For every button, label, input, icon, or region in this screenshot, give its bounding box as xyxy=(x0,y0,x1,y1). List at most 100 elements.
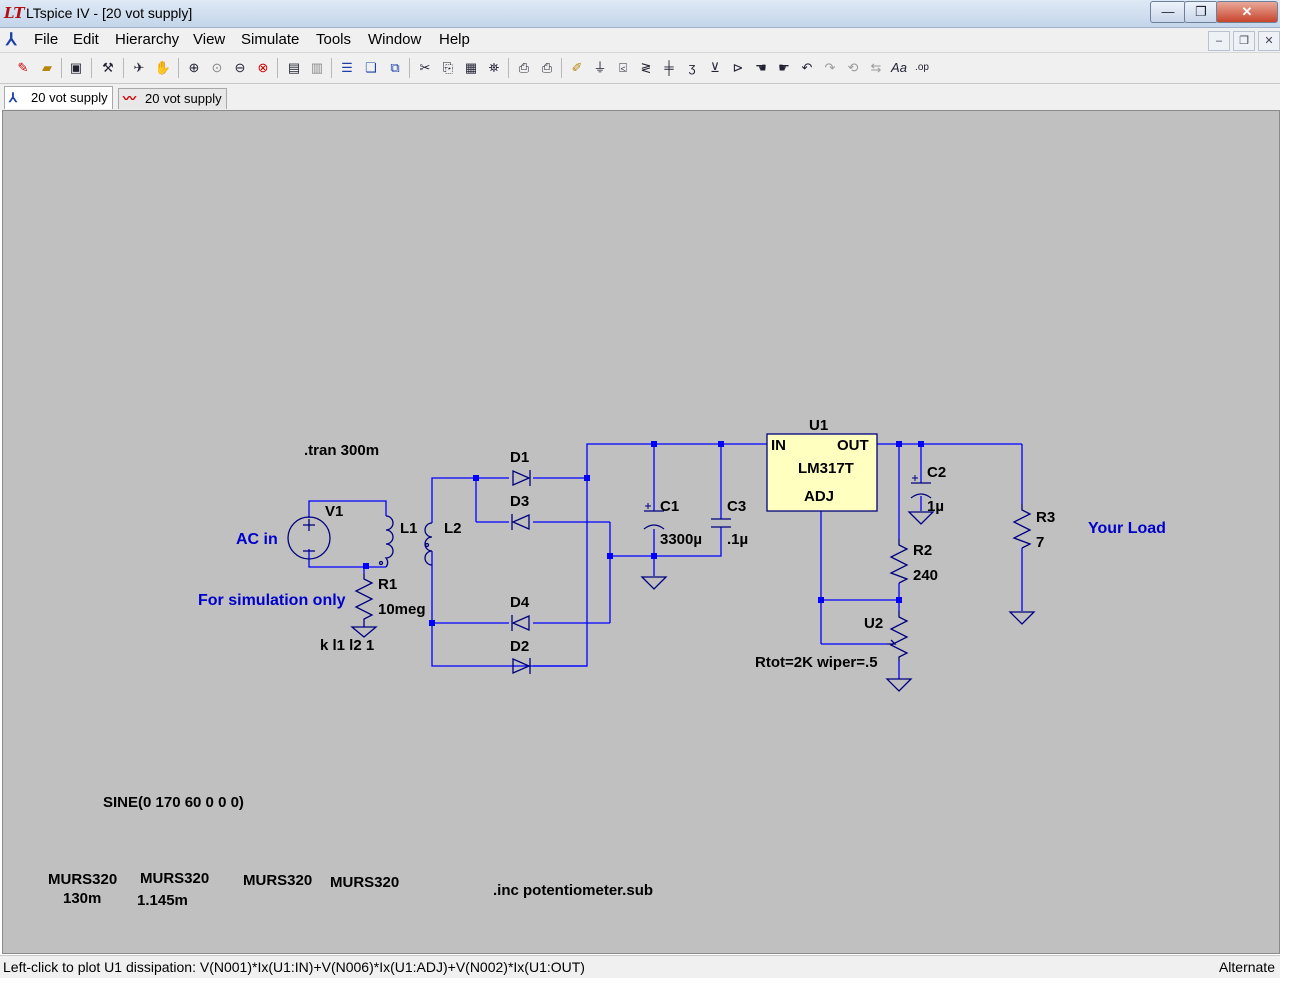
d4-model[interactable]: MURS320 xyxy=(330,874,399,891)
include-directive[interactable]: .inc potentiometer.sub xyxy=(493,882,653,899)
r2-value[interactable]: 240 xyxy=(913,567,938,584)
wire[interactable] xyxy=(431,478,588,667)
paste-icon[interactable]: ▦ xyxy=(464,60,478,75)
u2-params[interactable]: Rtot=2K wiper=.5 xyxy=(755,654,878,671)
r3-label[interactable]: R3 xyxy=(1036,509,1055,526)
resistor-r1[interactable] xyxy=(354,574,374,627)
diode-d2[interactable] xyxy=(512,658,531,674)
tab-waveform[interactable]: 〰20 vot supply xyxy=(118,88,227,109)
drag-icon[interactable]: ☛ xyxy=(778,60,790,75)
diode-d1[interactable] xyxy=(512,470,531,486)
rotate-icon[interactable]: ⟲ xyxy=(847,60,859,75)
u1-model[interactable]: LM317T xyxy=(798,460,854,477)
comment-your-load[interactable]: Your Load xyxy=(1088,520,1166,537)
d2-model[interactable]: MURS320 xyxy=(140,870,209,887)
control-panel-icon[interactable]: ⚒ xyxy=(102,60,114,75)
cut-icon[interactable]: ✂ xyxy=(419,60,431,75)
potentiometer-u2[interactable] xyxy=(887,611,909,661)
component-icon[interactable]: ⊳ xyxy=(732,60,744,75)
comment-simulation-only[interactable]: For simulation only xyxy=(198,592,346,609)
schematic-svg[interactable]: .tran 300m SINE(0 170 60 0 0 0) .inc pot… xyxy=(3,111,1279,953)
redo-icon[interactable]: ↷ xyxy=(824,60,836,75)
tab-schematic[interactable]: ⅄20 vot supply xyxy=(4,86,113,109)
zoom-fit-icon[interactable]: ▥ xyxy=(310,60,324,75)
menu-window[interactable]: Window xyxy=(368,31,422,48)
d3-model[interactable]: MURS320 xyxy=(243,872,312,889)
new-schematic-icon[interactable]: ✎ xyxy=(17,60,29,75)
menu-file[interactable]: File xyxy=(34,31,59,48)
diode-d4[interactable] xyxy=(511,615,530,631)
d1-model[interactable]: MURS320 xyxy=(48,871,117,888)
zoom-out-icon[interactable]: ⊖ xyxy=(234,60,246,75)
sine-source-value[interactable]: SINE(0 170 60 0 0 0) xyxy=(103,794,244,811)
d4-label[interactable]: D4 xyxy=(510,594,530,611)
undo-icon[interactable]: ↶ xyxy=(801,60,813,75)
save-icon[interactable]: ▣ xyxy=(69,60,83,75)
tran-directive[interactable]: .tran 300m xyxy=(304,442,379,459)
inductor-l1[interactable] xyxy=(378,515,394,568)
resistor-r2[interactable] xyxy=(889,539,909,584)
open-icon[interactable]: ▰ xyxy=(42,60,52,75)
d2-model-value[interactable]: 1.145m xyxy=(137,892,188,909)
mdi-close-button[interactable]: ✕ xyxy=(1258,31,1280,51)
r1-label[interactable]: R1 xyxy=(378,576,397,593)
resistor-r3[interactable] xyxy=(1012,504,1032,549)
diode-d3[interactable] xyxy=(511,514,530,530)
mirror-icon[interactable]: ⇆ xyxy=(870,60,882,75)
close-all-icon[interactable]: ⧉ xyxy=(390,60,400,75)
coupling-directive[interactable]: k l1 l2 1 xyxy=(320,637,374,654)
d1-model-value[interactable]: 130m xyxy=(63,890,101,907)
l1-label[interactable]: L1 xyxy=(400,520,418,537)
minimize-button[interactable]: — xyxy=(1150,1,1186,23)
menu-tools[interactable]: Tools xyxy=(316,31,352,48)
menu-view[interactable]: View xyxy=(193,31,226,48)
wire-icon[interactable]: ✐ xyxy=(571,60,583,75)
schematic-doc-icon[interactable]: ⅄ xyxy=(6,30,17,49)
wire[interactable] xyxy=(308,549,386,568)
c2-label[interactable]: C2 xyxy=(927,464,946,481)
u2-label[interactable]: U2 xyxy=(864,615,883,632)
u1-label[interactable]: U1 xyxy=(809,417,828,434)
d3-label[interactable]: D3 xyxy=(510,493,529,510)
menu-edit[interactable]: Edit xyxy=(73,31,99,48)
tile-horizontal-icon[interactable]: ☰ xyxy=(341,60,353,75)
voltage-source-v1[interactable] xyxy=(287,516,331,560)
zoom-pan-icon[interactable]: ⊙ xyxy=(211,60,223,75)
wire[interactable] xyxy=(586,443,767,478)
wire[interactable] xyxy=(431,477,476,523)
capacitor-c1[interactable] xyxy=(643,503,665,530)
inductor-icon[interactable]: ʒ xyxy=(688,60,696,75)
v1-label[interactable]: V1 xyxy=(325,503,343,520)
wire[interactable] xyxy=(308,500,387,518)
zoom-in-icon[interactable]: ⊕ xyxy=(188,60,200,75)
resistor-icon[interactable]: ≷ xyxy=(640,60,652,75)
halt-icon[interactable]: ✋ xyxy=(154,60,172,75)
capacitor-icon[interactable]: ╪ xyxy=(664,60,674,75)
r3-value[interactable]: 7 xyxy=(1036,534,1044,551)
move-icon[interactable]: ☚ xyxy=(755,60,767,75)
capacitor-c3[interactable] xyxy=(711,518,731,528)
text-icon[interactable]: Aa xyxy=(891,60,907,75)
copy-icon[interactable]: ⎘ xyxy=(442,60,454,75)
d1-label[interactable]: D1 xyxy=(510,449,529,466)
spice-directive-icon[interactable]: .op xyxy=(915,62,929,73)
print-icon[interactable]: ⎙ xyxy=(541,60,553,75)
c1-value[interactable]: 3300µ xyxy=(660,531,702,548)
restore-button[interactable]: ❐ xyxy=(1184,1,1218,23)
ground-icon[interactable]: ⏚ xyxy=(593,60,607,75)
autorange-icon[interactable]: ▤ xyxy=(287,60,301,75)
r2-label[interactable]: R2 xyxy=(913,542,932,559)
wires[interactable] xyxy=(308,443,1023,679)
comment-ac-in[interactable]: AC in xyxy=(236,531,278,548)
regulator-u1[interactable] xyxy=(766,433,878,512)
cascade-icon[interactable]: ❏ xyxy=(365,60,377,75)
close-button[interactable]: ✕ xyxy=(1216,1,1278,23)
menu-hierarchy[interactable]: Hierarchy xyxy=(115,31,180,48)
l2-label[interactable]: L2 xyxy=(444,520,462,537)
find-icon[interactable]: ⛯ xyxy=(488,60,500,75)
d2-label[interactable]: D2 xyxy=(510,638,529,655)
c3-label[interactable]: C3 xyxy=(727,498,746,515)
inductor-l2[interactable] xyxy=(424,522,433,566)
menu-simulate[interactable]: Simulate xyxy=(241,31,300,48)
capacitor-c2[interactable] xyxy=(910,475,932,499)
